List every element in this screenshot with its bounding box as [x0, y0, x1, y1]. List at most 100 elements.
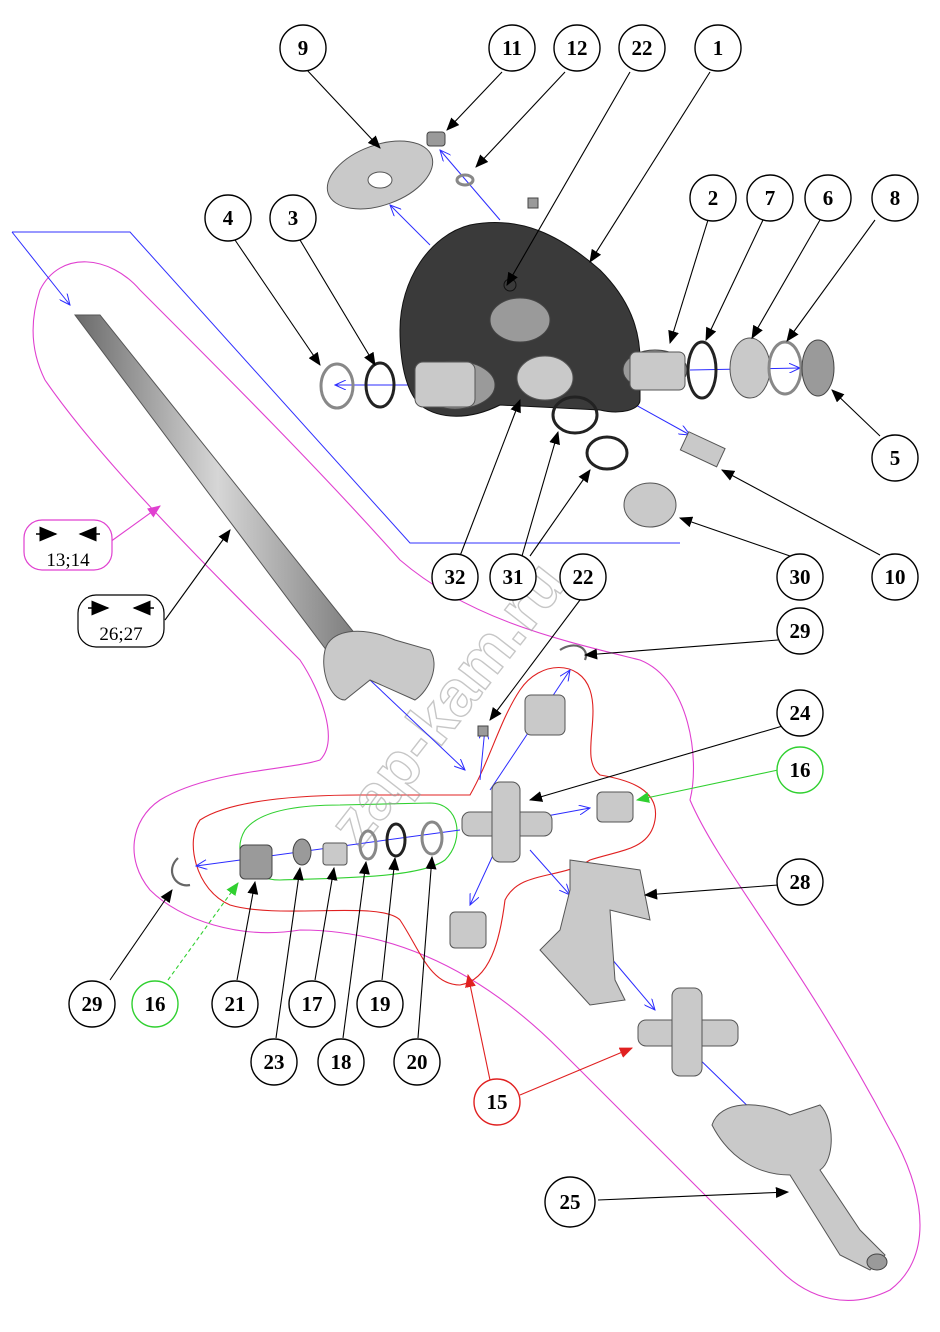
- ring-20: [420, 820, 444, 856]
- callout-23: 23: [250, 1038, 298, 1086]
- svg-text:22: 22: [573, 565, 594, 589]
- boundary-blue: [12, 231, 680, 544]
- svg-text:30: 30: [790, 565, 811, 589]
- bearing-cup-top: [524, 694, 566, 736]
- callout-20: 20: [393, 1038, 441, 1086]
- needle-17: [322, 842, 348, 866]
- leader-red-15a: [465, 973, 491, 1081]
- ring-23: [292, 838, 312, 866]
- stub-shaft-25: [711, 1104, 888, 1271]
- svg-text:11: 11: [502, 36, 522, 60]
- callout-9: 9: [279, 24, 327, 72]
- seal-31b: [585, 435, 629, 471]
- callout-25: 25: [544, 1176, 596, 1228]
- svg-text:7: 7: [765, 186, 776, 210]
- bushing-32: [516, 355, 574, 401]
- box-label-13-14: 13;14: [23, 519, 113, 571]
- callout-17: 17: [288, 980, 336, 1028]
- seal-7: [686, 340, 718, 400]
- leader-magenta-box1: [109, 505, 161, 543]
- ring-4: [319, 362, 355, 410]
- callout-19: 19: [356, 980, 404, 1028]
- svg-text:4: 4: [223, 206, 234, 230]
- callout-15: 15: [473, 1078, 521, 1126]
- ring-3: [364, 361, 396, 409]
- svg-text:21: 21: [225, 992, 246, 1016]
- callout-29-top: 29: [776, 607, 824, 655]
- seal-19: [385, 822, 407, 858]
- callout-29-left: 29: [68, 980, 116, 1028]
- svg-text:12: 12: [567, 36, 588, 60]
- svg-text:23: 23: [264, 1050, 285, 1074]
- svg-text:10: 10: [885, 565, 906, 589]
- steering-knuckle-housing: [399, 221, 688, 417]
- cap-5: [801, 339, 835, 397]
- leader-green-16a: [635, 769, 779, 803]
- svg-text:17: 17: [302, 992, 323, 1016]
- callout-12: 12: [553, 24, 601, 72]
- svg-text:26;27: 26;27: [99, 624, 142, 645]
- svg-text:18: 18: [331, 1050, 352, 1074]
- svg-text:20: 20: [407, 1050, 428, 1074]
- svg-text:29: 29: [82, 992, 103, 1016]
- callout-28: 28: [776, 858, 824, 906]
- svg-text:22: 22: [632, 36, 653, 60]
- callout-31: 31: [489, 553, 537, 601]
- svg-text:31: 31: [503, 565, 524, 589]
- svg-text:2: 2: [708, 186, 719, 210]
- svg-text:24: 24: [790, 701, 812, 725]
- washer-18: [358, 829, 378, 861]
- svg-text:5: 5: [890, 446, 901, 470]
- bearing-6: [729, 337, 771, 399]
- callout-16-left: 16: [131, 980, 179, 1028]
- callout-1: 1: [694, 24, 742, 72]
- callout-4: 4: [204, 194, 252, 242]
- callout-22-top: 22: [618, 24, 666, 72]
- leader-green-16b: [167, 882, 239, 981]
- leader-lines: [109, 68, 881, 1201]
- svg-text:3: 3: [288, 206, 299, 230]
- callout-3: 3: [269, 194, 317, 242]
- snap-ring-29b: [171, 857, 191, 887]
- svg-text:6: 6: [823, 186, 834, 210]
- svg-text:19: 19: [370, 992, 391, 1016]
- callout-22-mid: 22: [559, 553, 607, 601]
- callout-10: 10: [871, 553, 919, 601]
- callout-30: 30: [776, 553, 824, 601]
- cross-15: [637, 987, 739, 1077]
- bearing-cup-16a: [596, 791, 634, 823]
- callout-2: 2: [689, 174, 737, 222]
- grease-fitting-22: [527, 197, 539, 209]
- axle-shaft: [74, 314, 435, 701]
- bushing-30: [623, 482, 677, 528]
- svg-text:25: 25: [560, 1190, 581, 1214]
- svg-text:15: 15: [487, 1090, 508, 1114]
- washer-9: [326, 140, 434, 210]
- callout-7: 7: [746, 174, 794, 222]
- callout-32: 32: [431, 553, 479, 601]
- seal-31a: [551, 395, 599, 435]
- bearing-cup-bottom: [449, 911, 487, 949]
- box-label-26-27: 26;27: [77, 594, 165, 648]
- yoke-flange-28: [539, 859, 651, 1006]
- callout-11: 11: [488, 24, 536, 72]
- leader-red-15b: [519, 1047, 634, 1096]
- callout-6: 6: [804, 174, 852, 222]
- callout-5: 5: [871, 434, 919, 482]
- svg-text:16: 16: [790, 758, 811, 782]
- svg-text:13;14: 13;14: [46, 550, 90, 571]
- ring-8: [767, 340, 803, 396]
- svg-text:1: 1: [713, 36, 724, 60]
- boundary-red: [192, 667, 657, 986]
- svg-text:9: 9: [298, 36, 309, 60]
- svg-text:8: 8: [890, 186, 901, 210]
- svg-text:28: 28: [790, 870, 811, 894]
- callouts: 9 11 12 22 1 4 3 2 7 6 8 5 10 30 32 31 2…: [68, 24, 919, 1228]
- cross-24: [461, 781, 553, 863]
- snap-ring-29a: [559, 644, 588, 661]
- washer-12: [455, 173, 475, 187]
- svg-text:16: 16: [145, 992, 166, 1016]
- callout-16-right: 16: [776, 746, 824, 794]
- callout-8: 8: [871, 174, 919, 222]
- callout-21: 21: [211, 980, 259, 1028]
